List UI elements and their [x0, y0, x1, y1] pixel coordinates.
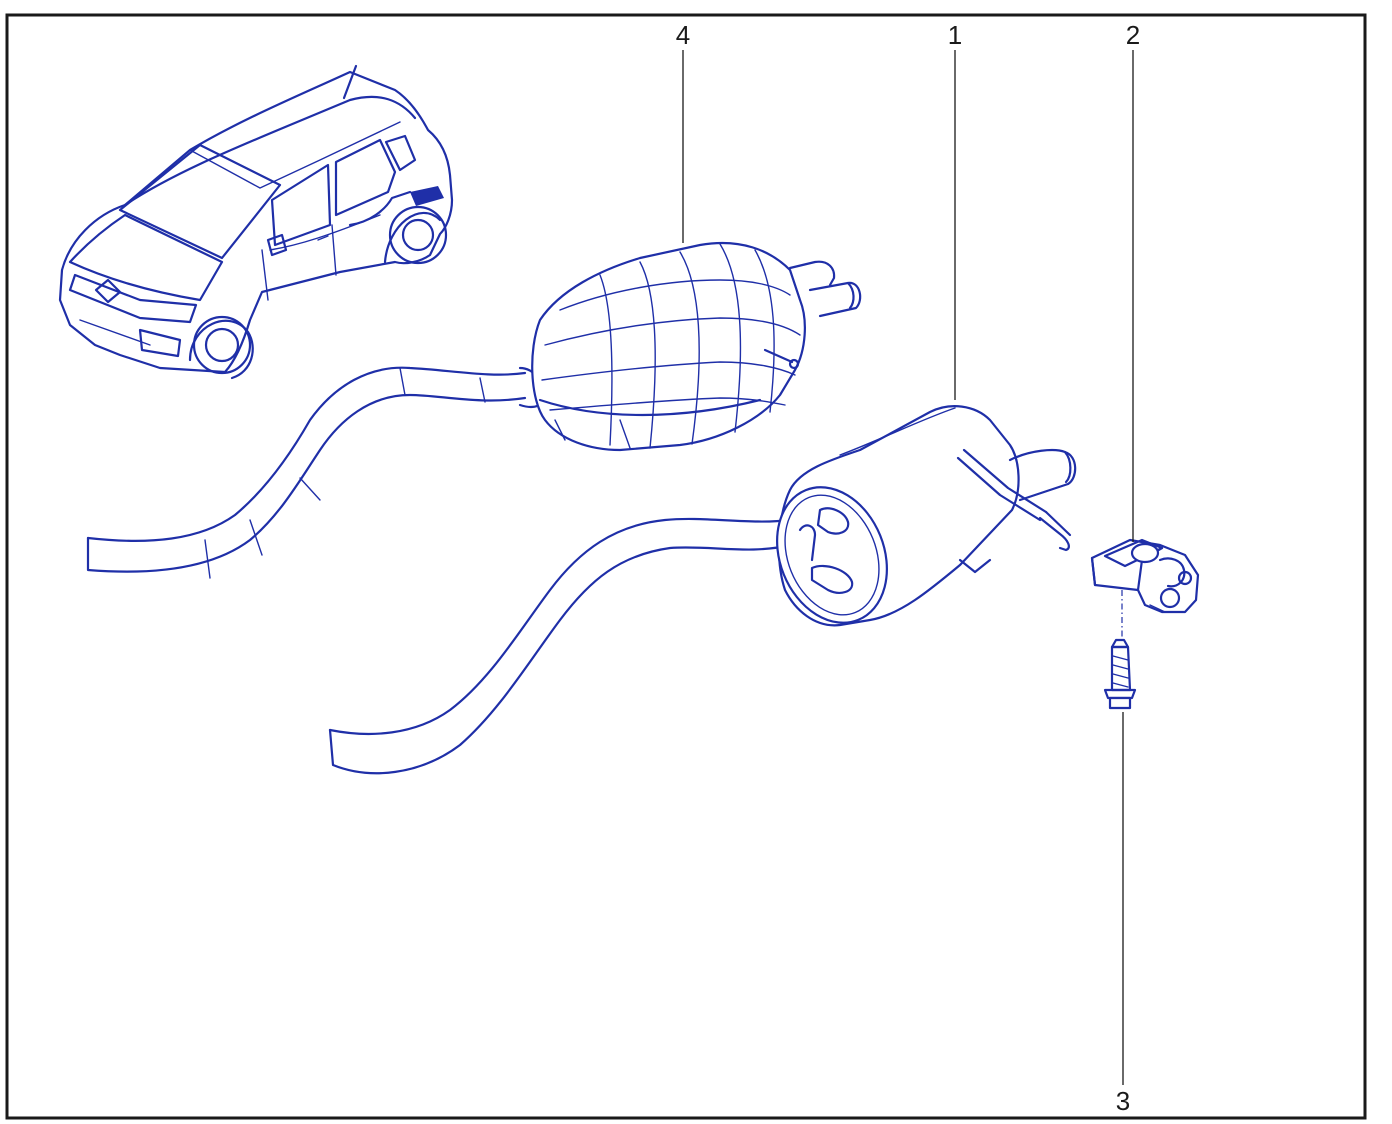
callout-3: 3 — [1116, 1086, 1130, 1116]
mounting-bracket-part-2 — [1090, 538, 1200, 614]
diagram-frame — [5, 13, 1367, 1120]
vehicle-locator-illustration — [58, 64, 454, 380]
bolt-part-3 — [1103, 638, 1137, 710]
callout-2: 2 — [1126, 20, 1140, 50]
callout-1: 1 — [948, 20, 962, 50]
intermediate-silencer-part-4 — [86, 241, 862, 579]
callout-4: 4 — [676, 20, 690, 50]
rear-silencer-part-1 — [328, 405, 1077, 775]
